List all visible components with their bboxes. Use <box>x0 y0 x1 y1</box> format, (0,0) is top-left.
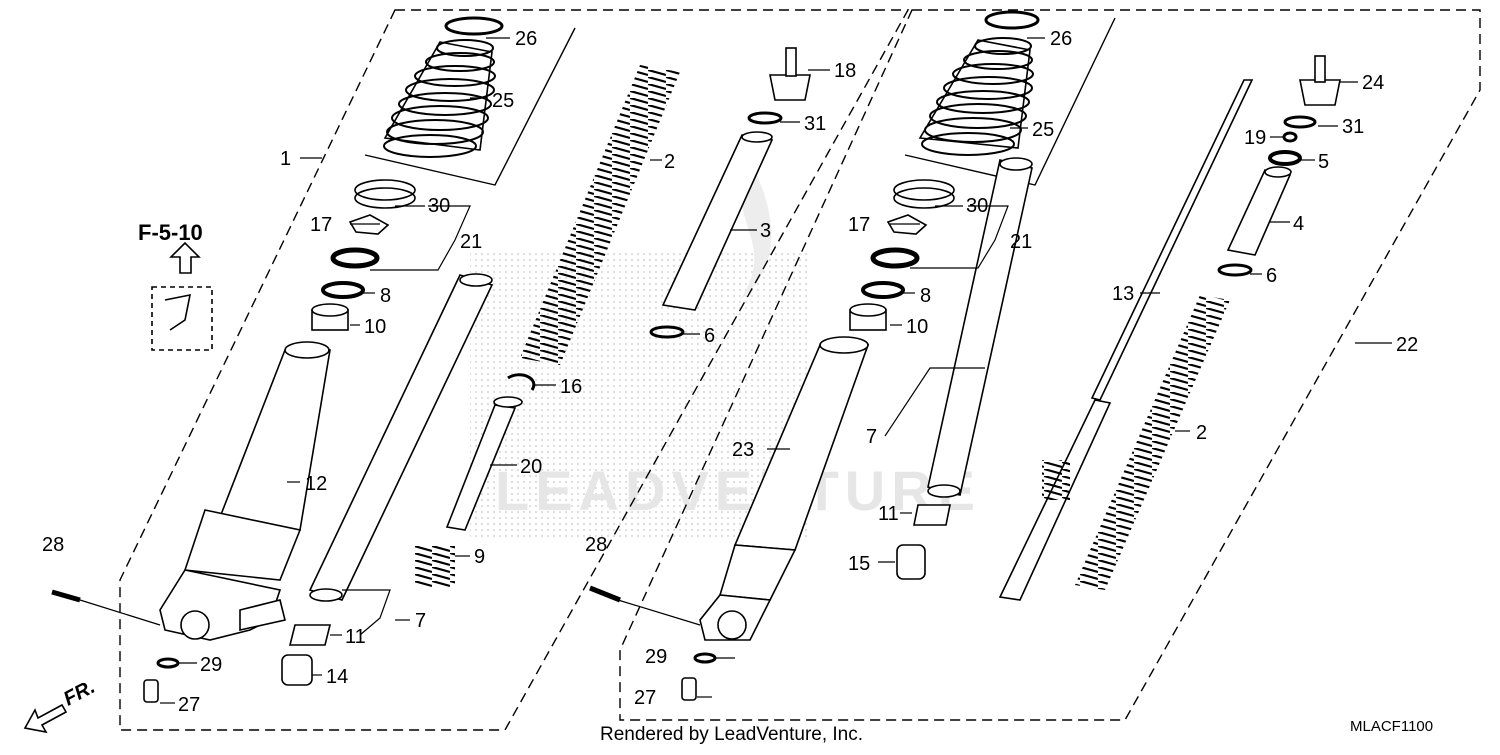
right-parts <box>589 10 1341 701</box>
callout-31-right: 31 <box>1342 116 1364 138</box>
callout-9: 9 <box>474 546 485 568</box>
callout-8: 8 <box>380 285 391 307</box>
callout-22-right: 22 <box>1396 334 1418 356</box>
callout-2-right: 2 <box>1196 422 1207 444</box>
callout-16: 16 <box>560 376 582 398</box>
footer-credit: Rendered by LeadVenture, Inc. <box>600 724 863 745</box>
callout-30-right: 30 <box>966 195 988 217</box>
direction-label: FR. <box>60 676 99 711</box>
callout-7-right: 7 <box>866 426 877 448</box>
callout-23: 23 <box>732 439 754 461</box>
direction-indicator: FR. <box>23 676 99 734</box>
callout-24-right: 24 <box>1362 72 1384 94</box>
watermark-text: LEADVENTURE <box>495 459 981 522</box>
fork-boot-left <box>383 39 496 158</box>
callout-2: 2 <box>664 151 675 173</box>
callout-labels: 26 25 1 30 17 21 8 10 12 28 29 27 14 11 … <box>42 28 1418 716</box>
callout-6-right: 6 <box>1266 265 1277 287</box>
callout-29-right: 29 <box>645 646 667 668</box>
reference-label: F-5-10 <box>138 220 203 245</box>
callout-19-right: 19 <box>1244 127 1266 149</box>
callout-11-right: 11 <box>878 503 899 525</box>
callout-26: 26 <box>515 28 537 50</box>
callout-27-right: 27 <box>634 687 656 709</box>
callout-12: 12 <box>305 473 327 495</box>
callout-10: 10 <box>364 316 386 338</box>
callout-30: 30 <box>428 195 450 217</box>
callout-28-right: 28 <box>585 534 607 556</box>
callout-13-right: 13 <box>1112 283 1134 305</box>
callout-27: 27 <box>178 694 200 716</box>
right-assembly-frame <box>619 9 1481 721</box>
front-arrow-icon <box>23 703 68 734</box>
callout-10-right: 10 <box>906 316 928 338</box>
callout-3: 3 <box>760 220 771 242</box>
callout-8-right: 8 <box>920 285 931 307</box>
callout-15-right: 15 <box>848 553 870 575</box>
callout-1: 1 <box>280 148 291 170</box>
leader-lines <box>79 37 1392 704</box>
left-parts <box>51 16 811 703</box>
inner-tube-right <box>927 157 1033 498</box>
callout-11: 11 <box>345 626 366 648</box>
callout-25-right: 25 <box>1032 119 1054 141</box>
callout-4-right: 4 <box>1293 213 1304 235</box>
callout-20: 20 <box>520 456 542 478</box>
callout-7: 7 <box>415 610 426 632</box>
outer-tube-left <box>159 341 331 641</box>
callout-6: 6 <box>704 325 715 347</box>
outer-tube-right <box>699 336 870 641</box>
callout-17: 17 <box>310 214 332 236</box>
callout-21: 21 <box>460 231 482 253</box>
callout-31: 31 <box>804 113 826 135</box>
callout-21-right: 21 <box>1010 231 1032 253</box>
callout-17-right: 17 <box>848 214 870 236</box>
callout-18: 18 <box>834 60 856 82</box>
callout-29: 29 <box>200 654 222 676</box>
fork-boot-right <box>918 37 1034 156</box>
group-frames <box>364 17 1116 186</box>
diagram-code: MLACF1100 <box>1350 718 1433 735</box>
callout-14: 14 <box>326 666 348 688</box>
callout-5-right: 5 <box>1318 151 1329 173</box>
inner-tube-left <box>308 273 494 602</box>
callout-26-right: 26 <box>1050 28 1072 50</box>
callout-25: 25 <box>492 90 514 112</box>
callout-28: 28 <box>42 534 64 556</box>
assembly-frames <box>119 9 1481 731</box>
watermark: LEADVENTURE <box>470 160 981 540</box>
